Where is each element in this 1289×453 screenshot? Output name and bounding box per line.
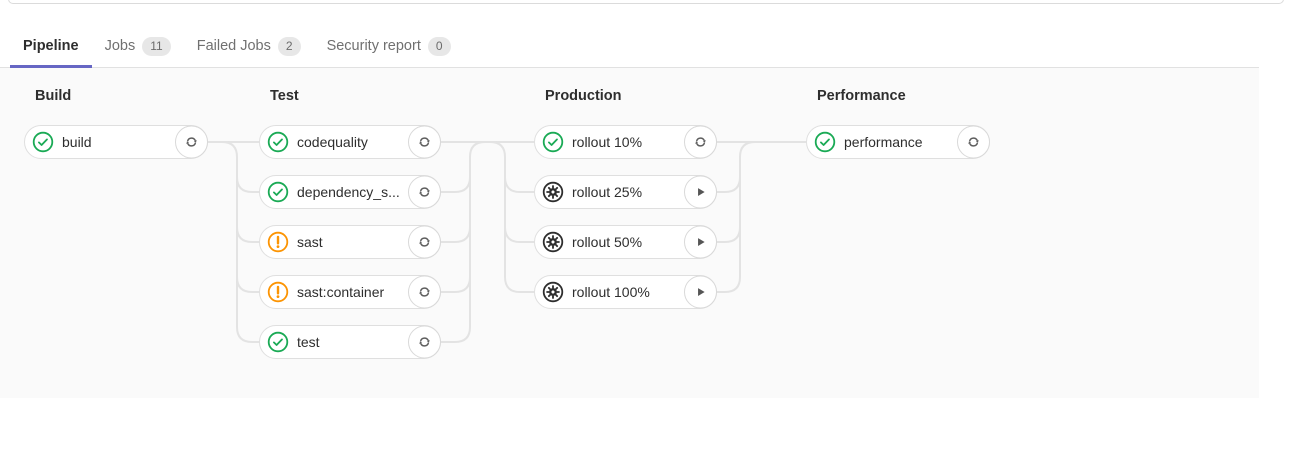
job-link[interactable]: sast — [260, 226, 440, 258]
tab-security-report[interactable]: Security report 0 — [314, 25, 464, 67]
job-label: rollout 50% — [572, 234, 643, 250]
job-pill: performance — [806, 125, 990, 159]
retry-button[interactable] — [684, 125, 717, 159]
job-label: codequality — [297, 134, 368, 150]
job-link[interactable]: test — [260, 326, 440, 358]
job-pill: test — [259, 325, 441, 359]
job-link[interactable]: rollout 50% — [535, 226, 716, 258]
job-link[interactable]: performance — [807, 126, 989, 158]
pipeline-tabbar: Pipeline Jobs 11 Failed Jobs 2 Security repor… — [0, 25, 1259, 68]
job-link[interactable]: build — [25, 126, 207, 158]
pipeline-graph: Build build Test codequality dependency_s...… — [0, 68, 1259, 398]
job-pill: codequality — [259, 125, 441, 159]
job-link[interactable]: sast:container — [260, 276, 440, 308]
job-label: sast — [297, 234, 323, 250]
retry-button[interactable] — [408, 175, 441, 209]
status-warning-icon — [267, 281, 289, 303]
tab-label: Pipeline — [23, 38, 79, 54]
job-label: rollout 10% — [572, 134, 643, 150]
status-success-icon — [267, 131, 289, 153]
status-success-icon — [267, 181, 289, 203]
job-label: build — [62, 134, 92, 150]
tab-label: Failed Jobs — [196, 38, 271, 54]
status-warning-icon — [267, 231, 289, 253]
job-label: rollout 100% — [572, 284, 650, 300]
retry-button[interactable] — [957, 125, 990, 159]
job-pill: rollout 50% — [534, 225, 717, 259]
job-label: test — [297, 334, 320, 350]
tab-label: Security report — [326, 38, 421, 54]
job-link[interactable]: dependency_s... — [260, 176, 440, 208]
status-manual-icon — [542, 231, 564, 253]
play-button[interactable] — [684, 175, 717, 209]
tab-count-badge: 0 — [427, 36, 451, 56]
job-link[interactable]: rollout 100% — [535, 276, 716, 308]
job-pill: sast — [259, 225, 441, 259]
retry-button[interactable] — [408, 275, 441, 309]
retry-button[interactable] — [408, 125, 441, 159]
job-pill: sast:container — [259, 275, 441, 309]
job-label: rollout 25% — [572, 184, 643, 200]
job-link[interactable]: rollout 25% — [535, 176, 716, 208]
status-manual-icon — [542, 281, 564, 303]
retry-button[interactable] — [408, 225, 441, 259]
retry-button[interactable] — [408, 325, 441, 359]
status-success-icon — [814, 131, 836, 153]
status-success-icon — [267, 331, 289, 353]
tab-failed-jobs[interactable]: Failed Jobs 2 — [184, 25, 314, 67]
stage-header-build: Build — [35, 88, 72, 104]
play-button[interactable] — [684, 225, 717, 259]
job-label: dependency_s... — [297, 184, 400, 200]
stage-header-production: Production — [545, 88, 622, 104]
play-button[interactable] — [684, 275, 717, 309]
tab-label: Jobs — [104, 38, 136, 54]
stage-header-performance: Performance — [817, 88, 906, 104]
status-success-icon — [542, 131, 564, 153]
job-pill: rollout 100% — [534, 275, 717, 309]
job-pill: dependency_s... — [259, 175, 441, 209]
status-manual-icon — [542, 181, 564, 203]
tab-count-badge: 11 — [142, 36, 171, 56]
job-link[interactable]: rollout 10% — [535, 126, 716, 158]
tab-pipeline[interactable]: Pipeline — [10, 25, 92, 68]
job-pill: rollout 10% — [534, 125, 717, 159]
tab-count-badge: 2 — [277, 36, 301, 56]
job-label: performance — [844, 134, 923, 150]
status-success-icon — [32, 131, 54, 153]
job-link[interactable]: codequality — [260, 126, 440, 158]
summary-box-bottom-edge — [8, 0, 1284, 4]
stage-header-test: Test — [270, 88, 299, 104]
job-label: sast:container — [297, 284, 385, 300]
retry-button[interactable] — [175, 125, 208, 159]
tab-jobs[interactable]: Jobs 11 — [92, 25, 184, 67]
job-pill: build — [24, 125, 208, 159]
job-pill: rollout 25% — [534, 175, 717, 209]
